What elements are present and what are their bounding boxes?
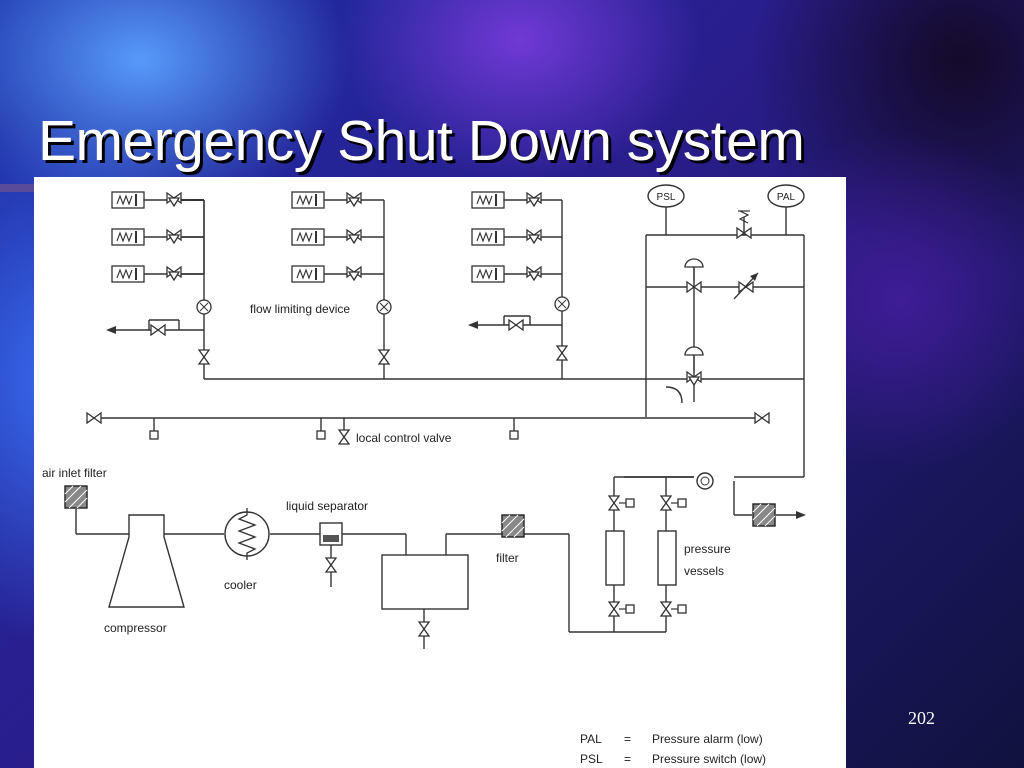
flow-limiting-device-label: flow limiting device <box>250 302 350 316</box>
slide-title: Emergency Shut Down system <box>38 109 805 173</box>
esd-diagram: PSL PAL <box>34 177 846 768</box>
legend-abbr-psl: PSL <box>580 752 603 766</box>
legend: PAL = Pressure alarm (low) PSL = Pressur… <box>580 732 766 766</box>
cooler-label: cooler <box>224 578 257 592</box>
compressor-label: compressor <box>104 621 167 635</box>
legend-desc-pal: Pressure alarm (low) <box>652 732 763 746</box>
legend-eq-pal: = <box>624 732 631 746</box>
title-accent-bar <box>0 184 38 192</box>
schematic-drawing: PSL PAL <box>42 184 806 766</box>
air-inlet-filter-label: air inlet filter <box>42 466 107 480</box>
slide-number: 202 <box>908 708 935 728</box>
pressure-label: pressure <box>684 542 731 556</box>
legend-abbr-pal: PAL <box>580 732 602 746</box>
liquid-separator-label: liquid separator <box>286 499 368 513</box>
local-control-valve-label: local control valve <box>356 431 452 445</box>
vessels-label: vessels <box>684 564 724 578</box>
psl-label: PSL <box>657 192 676 203</box>
pal-label: PAL <box>777 192 796 203</box>
legend-eq-psl: = <box>624 752 631 766</box>
legend-desc-psl: Pressure switch (low) <box>652 752 766 766</box>
filter-label: filter <box>496 551 519 565</box>
